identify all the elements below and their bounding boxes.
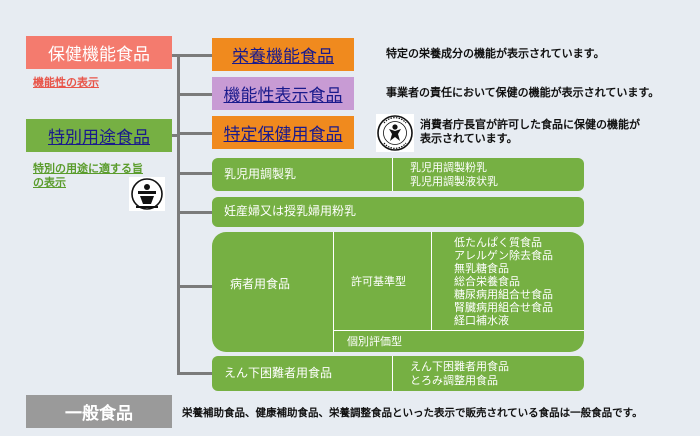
nyuji-item-2: 乳児用調製液状乳	[410, 175, 498, 188]
connector-toku-branch-3	[177, 285, 212, 288]
ippan-card: 一般食品	[26, 395, 172, 428]
eiyou-kinou-title: 栄養機能食品	[232, 47, 334, 67]
connector-hoken-branch-3	[177, 132, 212, 135]
tokutei-hoken-desc-2: 表示されています。	[420, 132, 518, 145]
eiyou-kinou-desc: 特定の栄養成分の機能が表示されています。	[386, 47, 605, 60]
tokubetsu-mark-icon	[129, 177, 165, 211]
eiyou-kinou-card: 栄養機能食品	[212, 38, 354, 71]
ninsanpu-group: 妊産婦又は授乳婦用粉乳	[212, 197, 584, 227]
connector-hoken-branch-2	[177, 93, 212, 96]
connector-toku-branch-2	[177, 211, 212, 214]
connector-toku-from-card	[172, 134, 180, 137]
tokuho-mark-icon	[376, 114, 414, 152]
kyoka-item-7: 経口補水液	[454, 314, 509, 327]
tokutei-hoken-desc-1: 消費者庁長官が許可した食品に保健の機能が	[420, 118, 640, 131]
kyoka-item-1: 低たんぱく質食品	[454, 236, 542, 249]
byousha-divider-1	[333, 232, 334, 352]
engeshita-item-1: えん下困難者用食品	[410, 360, 509, 373]
byousha-group: 病者用食品 許可基準型 低たんぱく質食品 アレルゲン除去食品 無乳糖食品 総合栄…	[212, 232, 584, 352]
nyuji-item-1: 乳児用調製粉乳	[410, 161, 487, 174]
kyoka-item-5: 糖尿病用組合せ食品	[454, 288, 553, 301]
engeshita-label: えん下困難者用食品	[224, 366, 333, 380]
kyoka-item-6: 腎臓病用組合せ食品	[454, 301, 553, 314]
connector-toku-branch-4	[177, 372, 212, 375]
kyoka-item-4: 総合栄養食品	[454, 275, 520, 288]
byousha-label: 病者用食品	[230, 277, 291, 291]
kobetsu-label: 個別評価型	[347, 335, 402, 348]
tokubetsu-mark	[129, 177, 165, 211]
nyuji-divider	[392, 158, 393, 191]
tokutei-hoken-title: 特定保健用食品	[223, 125, 343, 145]
nyuji-label: 乳児用調製乳	[224, 167, 297, 181]
kyoka-item-2: アレルゲン除去食品	[454, 249, 553, 262]
kyoka-item-3: 無乳糖食品	[454, 262, 509, 275]
connector-toku-branch-1	[177, 172, 212, 175]
tokubetsu-subtitle-2: の表示	[33, 176, 66, 189]
tokutei-hoken-card: 特定保健用食品	[212, 116, 354, 149]
engeshita-group: えん下困難者用食品 えん下困難者用食品 とろみ調整用食品	[212, 356, 584, 391]
byousha-divider-2	[431, 232, 432, 330]
tokuho-mark	[376, 114, 414, 152]
tokubetsu-youto-card: 特別用途食品	[26, 119, 172, 152]
hoken-kinou-card: 保健機能食品	[26, 36, 172, 69]
kinousei-hyouji-card: 機能性表示食品	[212, 77, 354, 110]
connector-toku-vertical	[177, 134, 180, 375]
kinousei-hyouji-title: 機能性表示食品	[223, 86, 343, 106]
hoken-kinou-title: 保健機能食品	[48, 45, 150, 65]
tokubetsu-youto-title: 特別用途食品	[48, 128, 150, 148]
hoken-kinou-subtitle: 機能性の表示	[33, 76, 99, 89]
connector-hoken-vertical	[177, 54, 180, 142]
tokubetsu-subtitle-1: 特別の用途に適する旨	[33, 162, 143, 175]
engeshita-divider	[392, 356, 393, 391]
ippan-title: 一般食品	[65, 404, 133, 424]
nyuji-group: 乳児用調製乳 乳児用調製粉乳 乳児用調製液状乳	[212, 158, 584, 191]
ippan-desc: 栄養補助食品、健康補助食品、栄養調整食品といった表示で販売されている食品は一般食…	[182, 407, 643, 419]
engeshita-item-2: とろみ調整用食品	[410, 374, 498, 387]
ninsanpu-label: 妊産婦又は授乳婦用粉乳	[224, 204, 357, 218]
kyoka-label: 許可基準型	[351, 275, 406, 288]
kinousei-hyouji-desc: 事業者の責任において保健の機能が表示されています。	[386, 86, 660, 99]
connector-hoken-branch-1	[172, 54, 212, 57]
byousha-divider-3	[333, 330, 584, 331]
